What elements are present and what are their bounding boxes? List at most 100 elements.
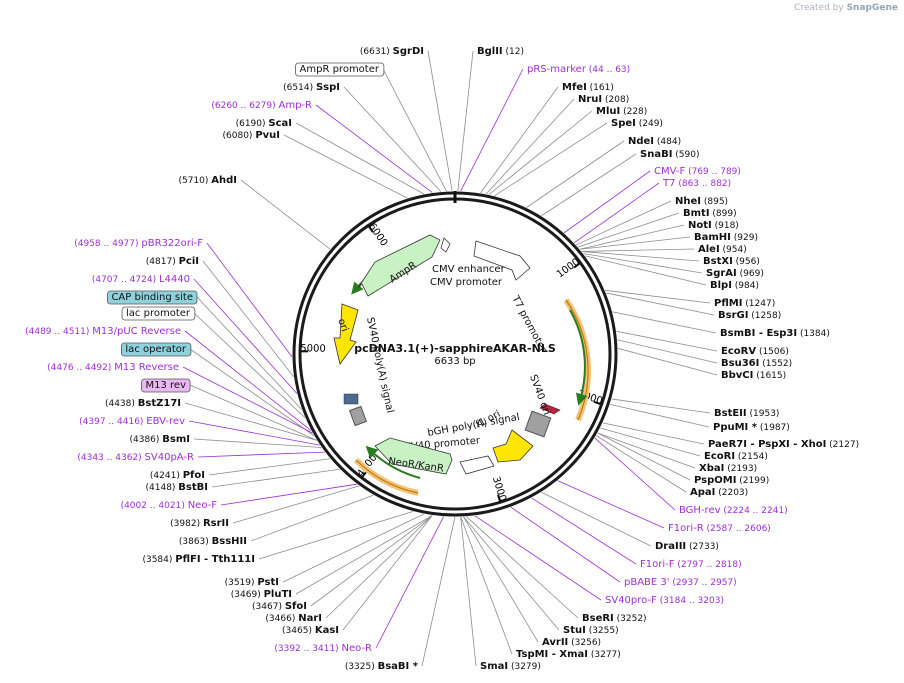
label-sv40pro-f[interactable]: SV40pro-F (3184 .. 3203) [605, 595, 724, 606]
label-bglii[interactable]: BglII (12) [477, 46, 524, 57]
label-bstxi[interactable]: BstXI (956) [703, 256, 760, 267]
leader-lac-promoter [193, 312, 306, 418]
label-pflfi[interactable]: (3584) PflFI - Tth111I [142, 554, 255, 565]
label-psti[interactable]: (3519) PstI [225, 577, 279, 588]
label-bsu36i[interactable]: Bsu36I (1552) [721, 358, 792, 369]
orange-arc-neo-edge [355, 459, 419, 494]
label-stui[interactable]: StuI (3255) [563, 625, 619, 636]
label-bmti[interactable]: BmtI (899) [683, 208, 737, 219]
label-sfoi[interactable]: (3467) SfoI [252, 601, 307, 612]
label-ndei-name: NdeI [628, 136, 654, 147]
label-ampr-promoter[interactable]: AmpR promoter [300, 64, 380, 75]
label-bsmbi[interactable]: BsmBI - Esp3I (1384) [720, 328, 830, 339]
label-ndei[interactable]: NdeI (484) [628, 136, 681, 147]
label-box-cap-site [107, 290, 198, 305]
label-pcii[interactable]: (4817) PciI [146, 256, 199, 267]
label-xbai[interactable]: XbaI (2193) [699, 463, 757, 474]
label-beri-name: BseRI [582, 613, 614, 624]
label-blpi[interactable]: BlpI (984) [710, 280, 759, 291]
label-bgh-rev[interactable]: BGH-rev (2224 .. 2241) [679, 505, 788, 516]
label-pfoi[interactable]: (4241) PfoI [150, 470, 205, 481]
label-spei[interactable]: SpeI (249) [611, 118, 663, 129]
label-m13-rev[interactable]: M13 rev [146, 380, 187, 391]
label-bsmi-name: BsmI [162, 434, 190, 445]
label-snabi[interactable]: SnaBI (590) [640, 149, 699, 160]
label-avrii[interactable]: AvrII (3256) [542, 637, 601, 648]
label-pluti[interactable]: (3469) PluTI [231, 589, 292, 600]
label-sgrai[interactable]: SgrAI (969) [706, 268, 764, 279]
label-pbr322ori-f[interactable]: (4958 .. 4977) pBR322ori-F [74, 238, 203, 249]
label-scai[interactable]: (6190) ScaI [236, 118, 292, 129]
tick-label-3000: 3000 [490, 475, 508, 503]
label-sgrdi[interactable]: (6631) SgrDI [360, 46, 424, 57]
label-neo-r[interactable]: (3392 .. 3411) Neo-R [274, 643, 372, 654]
label-pspomi-name: PspOMI [694, 475, 736, 486]
label-rsrii[interactable]: (3982) RsrII [170, 518, 229, 529]
label-pvui[interactable]: (6080) PvuI [223, 130, 280, 141]
label-ppumi-pos: (1987) [757, 423, 790, 433]
credit-prefix: Created by [794, 3, 844, 13]
leader-mfei [480, 86, 559, 194]
label-beri[interactable]: BseRI (3252) [582, 613, 647, 624]
label-mfei[interactable]: MfeI (161) [562, 82, 614, 93]
label-ampr-primer-name: Amp-R [279, 100, 313, 111]
label-pbabe3[interactable]: pBABE 3' (2937 .. 2957) [624, 577, 737, 588]
label-bsrgi[interactable]: BsrGI (1258) [718, 310, 781, 321]
tick-1000 [573, 262, 581, 269]
label-pspomi[interactable]: PspOMI (2199) [694, 475, 769, 486]
label-l4440[interactable]: (4707 .. 4724) L4440 [92, 274, 190, 285]
ampr-promoter-shape [440, 237, 451, 253]
label-prs-marker-name: pRS-marker [527, 64, 587, 75]
label-pflmi[interactable]: PflMI (1247) [714, 298, 775, 309]
label-lac-operator[interactable]: lac operator [125, 344, 186, 355]
label-ecori[interactable]: EcoRI (2154) [704, 451, 768, 462]
label-bbvci[interactable]: BbvCI (1615) [721, 370, 786, 381]
label-bstbi[interactable]: (4148) BstBI [146, 482, 209, 493]
label-t7[interactable]: T7 (863 .. 882) [662, 178, 731, 189]
label-bgh-rev-pos: (2224 .. 2241) [721, 506, 788, 516]
label-m13-puc-rev[interactable]: (4489 .. 4511) M13/pUC Reverse [25, 326, 181, 337]
label-sfoi-name: SfoI [285, 601, 307, 612]
label-alei[interactable]: AleI (954) [698, 244, 747, 255]
label-noti[interactable]: NotI (918) [688, 220, 739, 231]
label-smai[interactable]: SmaI (3279) [480, 661, 541, 672]
label-bamhi[interactable]: BamHI (929) [694, 232, 758, 243]
label-prs-marker[interactable]: pRS-marker (44 .. 63) [527, 64, 630, 75]
leader-lines [182, 50, 718, 667]
label-paer7i[interactable]: PaeR7I - PspXI - XhoI (2127) [708, 439, 859, 450]
label-sv40pa-r[interactable]: (4343 .. 4362) SV40pA-R [77, 452, 194, 463]
label-sspi[interactable]: (6514) SspI [283, 82, 340, 93]
label-m13-reverse[interactable]: (4476 .. 4492) M13 Reverse [47, 362, 179, 373]
label-kasi[interactable]: (3465) KasI [282, 625, 339, 636]
label-bsmi[interactable]: (4386) BsmI [129, 434, 190, 445]
label-ecorv[interactable]: EcoRV (1506) [721, 346, 789, 357]
label-ebv-rev[interactable]: (4397 .. 4416) EBV-rev [79, 416, 185, 427]
label-nari[interactable]: (3466) NarI [265, 613, 322, 624]
label-neo-f[interactable]: (4002 .. 4021) Neo-F [121, 500, 218, 511]
label-smai-pos: (3279) [508, 662, 541, 672]
label-bsshii[interactable]: (3863) BssHII [179, 536, 247, 547]
label-bsteii[interactable]: BstEII (1953) [714, 408, 779, 419]
label-mlui[interactable]: MluI (228) [596, 106, 647, 117]
label-ecori-name: EcoRI [704, 451, 735, 462]
label-lac-promoter[interactable]: lac promoter [126, 308, 191, 319]
label-nrui[interactable]: NruI (208) [578, 94, 629, 105]
label-cmv-f[interactable]: CMV-F (769 .. 789) [654, 166, 741, 177]
label-draiii[interactable]: DraIII (2733) [655, 541, 719, 552]
label-apai[interactable]: ApaI (2203) [690, 487, 748, 498]
label-cap-site[interactable]: CAP binding site [111, 292, 193, 303]
label-bglii-pos: (12) [503, 47, 524, 57]
label-lac-promoter-name: lac promoter [126, 308, 191, 319]
label-nhei[interactable]: NheI (895) [675, 196, 728, 207]
leader-bstxi [581, 251, 700, 262]
label-tspmi[interactable]: TspMI - XmaI (3277) [516, 649, 621, 660]
label-bsabi[interactable]: (3325) BsaBI * [345, 661, 419, 672]
label-ahdi[interactable]: (5710) AhdI [178, 175, 237, 186]
label-apai-pos: (2203) [715, 488, 748, 498]
label-bstz17i[interactable]: (4438) BstZ17I [105, 398, 181, 409]
label-ppumi[interactable]: PpuMI * (1987) [713, 422, 790, 433]
label-f1ori-r[interactable]: F1ori-R (2587 .. 2606) [668, 523, 771, 534]
label-f1ori-f[interactable]: F1ori-F (2797 .. 2818) [640, 559, 742, 570]
label-ampr-primer[interactable]: (6260 .. 6279) Amp-R [211, 100, 312, 111]
leader-bamhi [579, 236, 691, 250]
